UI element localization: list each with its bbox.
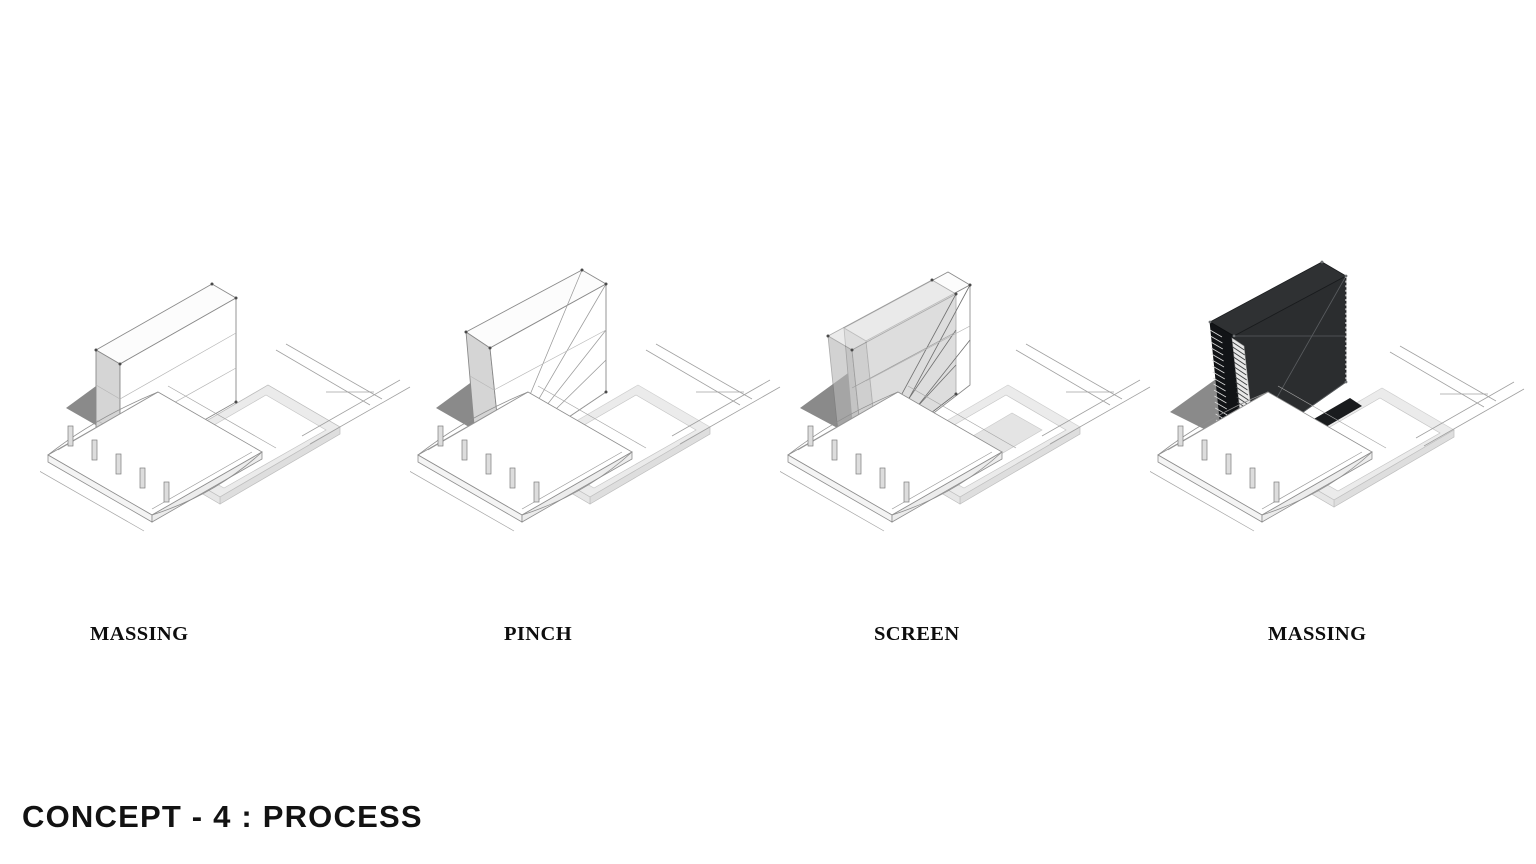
page-title: CONCEPT - 4 : PROCESS — [22, 799, 423, 834]
axon-drawing-screen — [780, 271, 1151, 532]
road-crossing — [1389, 345, 1525, 447]
process-step-panel-4 — [1150, 240, 1530, 580]
road-lines — [268, 325, 370, 385]
step-label-3: SCREEN — [874, 623, 960, 645]
axon-drawing-pinch — [410, 268, 781, 532]
axon-drawing-final-massing — [1150, 260, 1525, 532]
process-step-panel-3 — [780, 240, 1160, 580]
process-step-panel-1 — [40, 240, 420, 580]
road-crossing — [645, 343, 781, 445]
step-label-4: MASSING — [1268, 623, 1367, 645]
axon-drawing-massing — [40, 282, 411, 532]
process-step-panel-2 — [410, 240, 790, 580]
step-label-2: PINCH — [504, 623, 573, 645]
step-label-1: MASSING — [90, 623, 189, 645]
road-crossing — [1015, 343, 1151, 445]
